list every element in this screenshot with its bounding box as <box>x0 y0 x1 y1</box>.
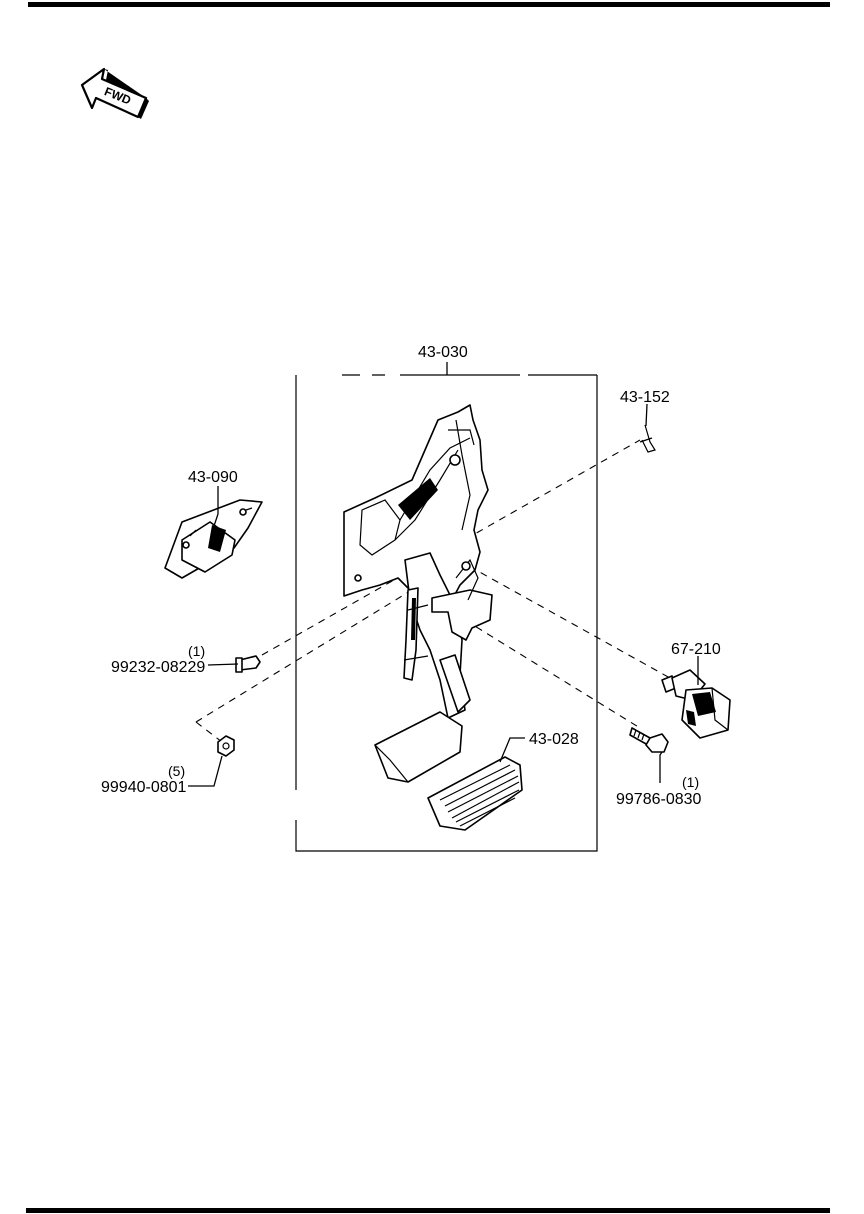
callout-nut: 99940-0801 <box>101 779 187 796</box>
pin-part <box>235 655 261 673</box>
qty-pin: (1) <box>188 643 205 659</box>
callout-clip: 43-152 <box>620 389 670 406</box>
alignment-lines <box>195 439 671 743</box>
pedal-arm <box>403 552 493 719</box>
leader-lines <box>188 403 699 787</box>
callout-pad: 43-028 <box>529 731 579 748</box>
bolt-part <box>629 727 669 753</box>
callout-pin: 99232-08229 <box>111 659 205 676</box>
assembly-bracket <box>294 362 598 852</box>
callout-switch: 67-210 <box>671 641 721 658</box>
pedal-foot <box>374 711 463 783</box>
pedal-stopper <box>164 499 263 579</box>
top-rule <box>28 2 830 7</box>
nut-part <box>217 735 235 757</box>
clip-part <box>639 424 656 453</box>
qty-bolt: (1) <box>682 774 699 790</box>
pedal-pad <box>427 756 523 831</box>
callout-assembly: 43-030 <box>418 344 468 361</box>
bottom-rule <box>26 1208 830 1213</box>
clutch-switch <box>661 669 731 739</box>
callout-stopper: 43-090 <box>188 469 238 486</box>
fwd-arrow-icon: FWD <box>80 67 149 119</box>
qty-nut: (5) <box>168 763 185 779</box>
pedal-bracket <box>343 404 489 606</box>
callout-bolt: 99786-0830 <box>616 791 702 808</box>
